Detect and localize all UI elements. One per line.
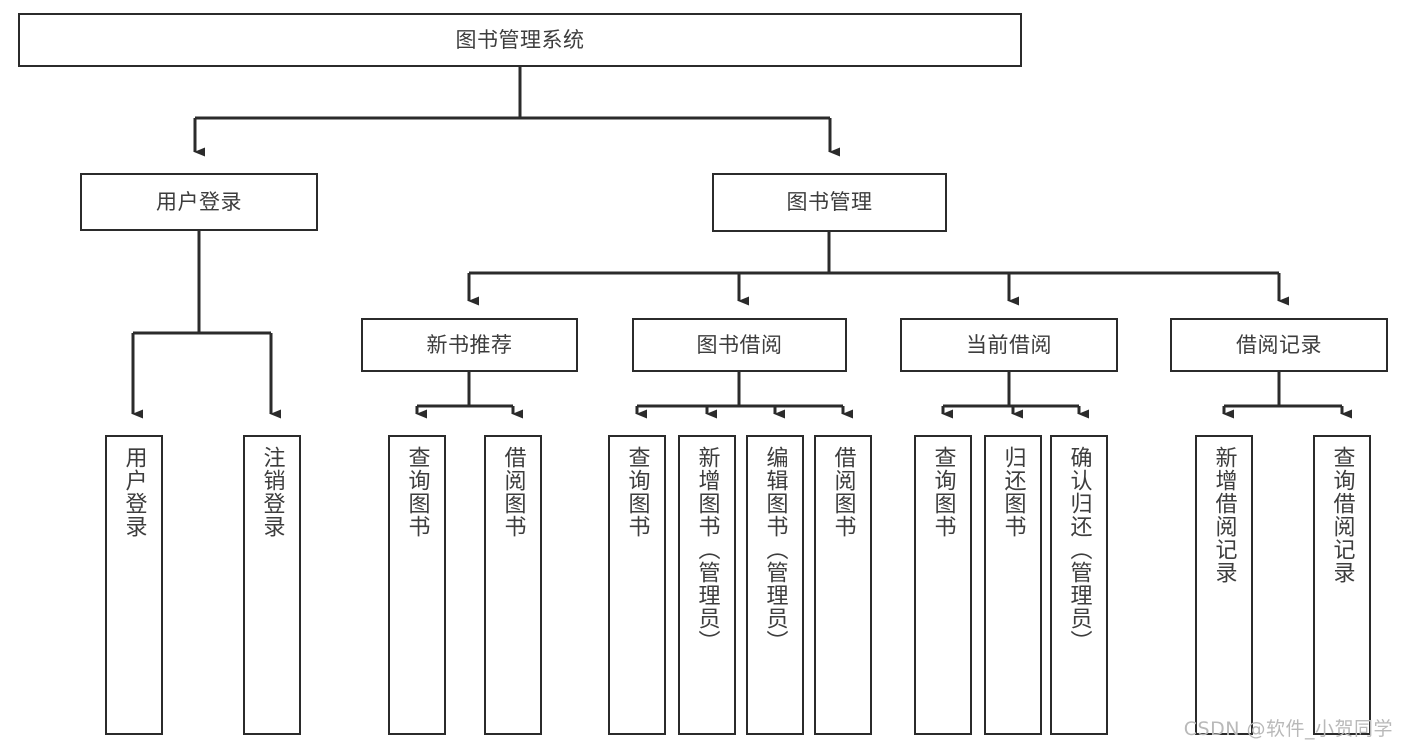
node-borrow-record[interactable]: 借阅记录 <box>1170 318 1388 372</box>
node-current-borrow-label: 当前借阅 <box>966 332 1052 357</box>
node-leaf-query-book-recommend[interactable]: 查询图书 <box>388 435 446 735</box>
node-user-login-label: 用户登录 <box>156 189 242 214</box>
node-leaf-borrow-book-label: 借阅图书 <box>830 446 856 538</box>
node-leaf-return-book[interactable]: 归还图书 <box>984 435 1042 735</box>
node-leaf-add-book-admin[interactable]: 新增图书（管理员） <box>678 435 736 735</box>
node-leaf-borrow-book-recommend[interactable]: 借阅图书 <box>484 435 542 735</box>
node-book-borrow-label: 图书借阅 <box>696 332 783 357</box>
node-leaf-add-book-admin-label: 新增图书（管理员） <box>694 446 720 653</box>
node-leaf-return-book-label: 归还图书 <box>1000 446 1026 538</box>
watermark-text: CSDN @软件_小贺同学 <box>1183 718 1393 740</box>
node-leaf-edit-book-admin-label: 编辑图书（管理员） <box>762 446 788 653</box>
node-borrow-record-label: 借阅记录 <box>1236 332 1322 357</box>
node-user-login[interactable]: 用户登录 <box>80 173 318 231</box>
node-leaf-borrow-book-recommend-label: 借阅图书 <box>500 446 526 538</box>
node-leaf-edit-book-admin[interactable]: 编辑图书（管理员） <box>746 435 804 735</box>
node-leaf-query-book-recommend-label: 查询图书 <box>404 446 430 538</box>
node-leaf-add-borrow-record[interactable]: 新增借阅记录 <box>1195 435 1253 735</box>
node-leaf-query-book-borrow-label: 查询图书 <box>624 446 650 538</box>
node-leaf-query-borrow-record[interactable]: 查询借阅记录 <box>1313 435 1371 735</box>
node-leaf-user-login[interactable]: 用户登录 <box>105 435 163 735</box>
node-leaf-add-borrow-record-label: 新增借阅记录 <box>1211 446 1237 584</box>
node-leaf-query-book-borrow[interactable]: 查询图书 <box>608 435 666 735</box>
node-leaf-user-login-label: 用户登录 <box>121 446 147 538</box>
node-new-book-recommend[interactable]: 新书推荐 <box>361 318 578 372</box>
node-root-label: 图书管理系统 <box>455 27 585 52</box>
node-leaf-logout-label: 注销登录 <box>259 446 285 538</box>
node-leaf-query-book-current-label: 查询图书 <box>930 446 956 538</box>
node-leaf-logout[interactable]: 注销登录 <box>243 435 301 735</box>
node-book-management[interactable]: 图书管理 <box>712 173 947 232</box>
node-book-management-label: 图书管理 <box>786 190 873 215</box>
node-book-borrow[interactable]: 图书借阅 <box>632 318 847 372</box>
node-leaf-confirm-return-admin[interactable]: 确认归还（管理员） <box>1050 435 1108 735</box>
node-leaf-query-book-current[interactable]: 查询图书 <box>914 435 972 735</box>
node-leaf-borrow-book[interactable]: 借阅图书 <box>814 435 872 735</box>
node-new-book-recommend-label: 新书推荐 <box>426 332 513 357</box>
node-root-book-management-system[interactable]: 图书管理系统 <box>18 13 1022 67</box>
node-leaf-query-borrow-record-label: 查询借阅记录 <box>1329 446 1355 584</box>
node-leaf-confirm-return-admin-label: 确认归还（管理员） <box>1066 446 1092 653</box>
node-current-borrow[interactable]: 当前借阅 <box>900 318 1118 372</box>
